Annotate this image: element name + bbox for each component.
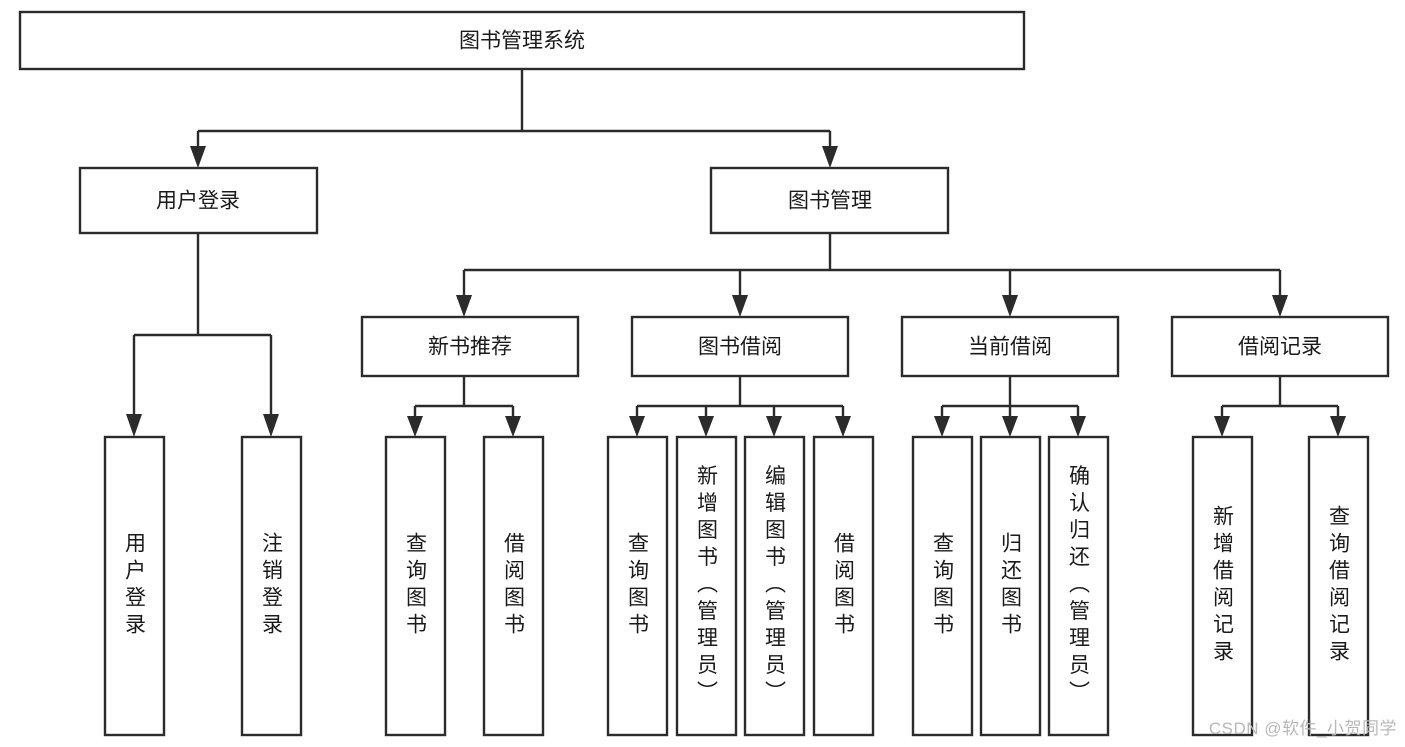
node-l_logout[interactable]: 注销登录 bbox=[240, 435, 303, 737]
node-n_query[interactable]: 查询图书 bbox=[384, 435, 447, 737]
node-r_query-box[interactable] bbox=[1307, 435, 1370, 737]
arrow-re-1-icon bbox=[1214, 416, 1230, 437]
node-c_query[interactable]: 查询图书 bbox=[911, 435, 974, 737]
arrow-root-to-login-icon bbox=[190, 146, 206, 168]
node-root-box[interactable] bbox=[18, 10, 1026, 71]
node-b_edit-box[interactable] bbox=[743, 435, 806, 737]
node-r_query-label: 查询借阅记录 bbox=[1327, 505, 1351, 667]
node-root[interactable]: 图书管理系统 bbox=[18, 10, 1026, 71]
arrow-bm-current-icon bbox=[1002, 295, 1018, 317]
node-b_borrow-label: 借阅图书 bbox=[832, 532, 856, 640]
node-r_add[interactable]: 新增借阅记录 bbox=[1191, 435, 1254, 737]
node-n_borrow[interactable]: 借阅图书 bbox=[482, 435, 545, 737]
node-r_query[interactable]: 查询借阅记录 bbox=[1307, 435, 1370, 737]
node-n_borrow-box[interactable] bbox=[482, 435, 545, 737]
node-r_add-label: 新增借阅记录 bbox=[1211, 505, 1235, 667]
node-l_login[interactable]: 用户登录 bbox=[103, 435, 166, 737]
node-b_query-box[interactable] bbox=[606, 435, 669, 737]
arrow-br-1-icon bbox=[629, 416, 645, 437]
node-newbook-box[interactable] bbox=[360, 315, 580, 378]
node-c_return-label: 归还图书 bbox=[999, 532, 1023, 640]
arrow-nb-1-icon bbox=[407, 416, 423, 437]
node-l_login-box[interactable] bbox=[103, 435, 166, 737]
node-record[interactable]: 借阅记录 bbox=[1170, 315, 1390, 378]
arrow-root-to-bookmgmt-icon bbox=[822, 146, 838, 168]
node-l_logout-box[interactable] bbox=[240, 435, 303, 737]
arrow-nb-2-icon bbox=[505, 416, 521, 437]
connector-layer bbox=[126, 69, 1346, 437]
node-c_confirm-label: 确认归还（管理员） bbox=[1067, 465, 1091, 708]
node-login-box[interactable] bbox=[78, 166, 319, 235]
node-bookmgmt-label: 图书管理 bbox=[788, 190, 872, 213]
node-b_add[interactable]: 新增图书（管理员） bbox=[675, 435, 738, 737]
node-borrow-label: 图书借阅 bbox=[698, 336, 782, 359]
node-n_query-box[interactable] bbox=[384, 435, 447, 737]
node-login-label: 用户登录 bbox=[156, 190, 240, 213]
node-l_logout-label: 注销登录 bbox=[260, 532, 284, 640]
node-b_add-label: 新增图书（管理员） bbox=[695, 465, 719, 708]
node-n_query-label: 查询图书 bbox=[404, 532, 428, 640]
node-login[interactable]: 用户登录 bbox=[78, 166, 319, 235]
node-bookmgmt[interactable]: 图书管理 bbox=[709, 166, 950, 235]
node-newbook-label: 新书推荐 bbox=[428, 336, 512, 359]
node-c_confirm[interactable]: 确认归还（管理员） bbox=[1047, 435, 1110, 737]
node-b_borrow-box[interactable] bbox=[812, 435, 875, 737]
arrow-bm-record-icon bbox=[1272, 295, 1288, 317]
node-b_edit[interactable]: 编辑图书（管理员） bbox=[743, 435, 806, 737]
arrow-br-4-icon bbox=[835, 416, 851, 437]
node-current-label: 当前借阅 bbox=[968, 336, 1052, 359]
node-c_query-box[interactable] bbox=[911, 435, 974, 737]
node-r_add-box[interactable] bbox=[1191, 435, 1254, 737]
node-current[interactable]: 当前借阅 bbox=[900, 315, 1120, 378]
node-record-box[interactable] bbox=[1170, 315, 1390, 378]
node-l_login-label: 用户登录 bbox=[123, 532, 147, 640]
arrow-re-2-icon bbox=[1330, 416, 1346, 437]
arrow-login-l2-icon bbox=[263, 414, 279, 437]
node-current-box[interactable] bbox=[900, 315, 1120, 378]
arrow-br-3-icon bbox=[766, 416, 782, 437]
node-c_confirm-box[interactable] bbox=[1047, 435, 1110, 737]
arrow-cu-3-icon bbox=[1070, 416, 1086, 437]
node-c_return-box[interactable] bbox=[979, 435, 1042, 737]
node-b_borrow[interactable]: 借阅图书 bbox=[812, 435, 875, 737]
node-newbook[interactable]: 新书推荐 bbox=[360, 315, 580, 378]
arrow-cu-1-icon bbox=[934, 416, 950, 437]
arrow-bm-borrow-icon bbox=[732, 295, 748, 317]
arrow-br-2-icon bbox=[698, 416, 714, 437]
node-borrow-box[interactable] bbox=[630, 315, 850, 378]
arrow-cu-2-icon bbox=[1002, 416, 1018, 437]
node-b_query[interactable]: 查询图书 bbox=[606, 435, 669, 737]
node-root-label: 图书管理系统 bbox=[459, 30, 585, 53]
node-b_query-label: 查询图书 bbox=[626, 532, 650, 640]
node-layer: 图书管理系统 用户登录 图书管理 新书推荐 图书借阅 bbox=[18, 10, 1390, 737]
arrow-login-l1-icon bbox=[126, 414, 142, 437]
node-c_return[interactable]: 归还图书 bbox=[979, 435, 1042, 737]
node-b_add-box[interactable] bbox=[675, 435, 738, 737]
node-c_query-label: 查询图书 bbox=[931, 532, 955, 640]
node-b_edit-label: 编辑图书（管理员） bbox=[763, 465, 787, 708]
node-n_borrow-label: 借阅图书 bbox=[502, 532, 526, 640]
node-record-label: 借阅记录 bbox=[1238, 336, 1322, 359]
node-borrow[interactable]: 图书借阅 bbox=[630, 315, 850, 378]
node-bookmgmt-box[interactable] bbox=[709, 166, 950, 235]
arrow-bm-newbook-icon bbox=[456, 295, 472, 317]
